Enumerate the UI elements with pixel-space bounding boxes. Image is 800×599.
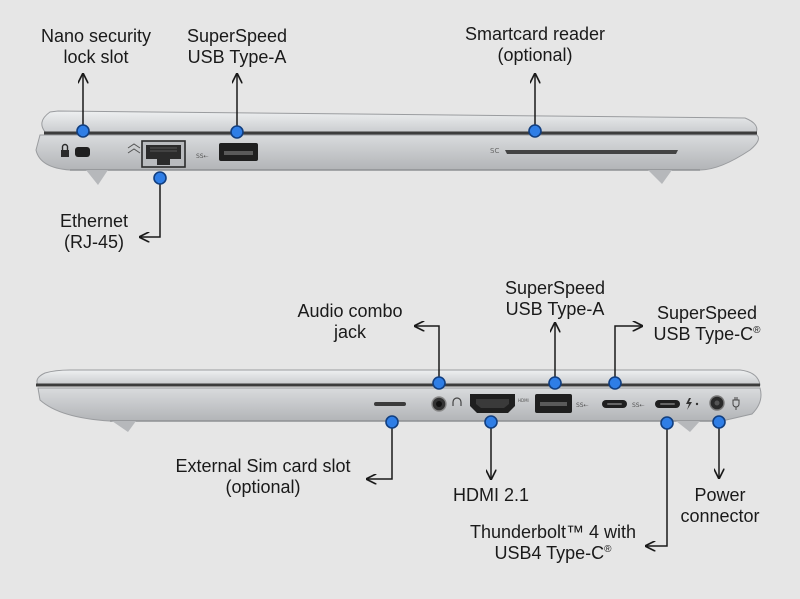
usb-ss-logo-right: SS⇠: [576, 402, 589, 409]
dot-ethernet: [153, 171, 167, 185]
dot-audio: [432, 376, 446, 390]
label-smartcard: Smartcard reader (optional): [464, 24, 606, 65]
top-lid: [41, 110, 758, 134]
thunderbolt-icon: [686, 398, 699, 410]
label-nano-lock: Nano security lock slot: [40, 26, 152, 67]
dot-hdmi: [484, 415, 498, 429]
label-usb-a-top: SuperSpeed USB Type-A: [186, 26, 288, 67]
registered-mark: ®: [604, 544, 612, 555]
label-sim: External Sim card slot (optional): [175, 456, 351, 497]
top-foot-left: [86, 170, 108, 185]
sim-slot: [374, 402, 406, 406]
headset-icon: [452, 397, 462, 406]
label-hdmi: HDMI 2.1: [452, 485, 530, 505]
label-usb-c: SuperSpeed USB Type-C®: [653, 303, 761, 344]
top-foot-right: [648, 170, 672, 184]
network-icon: [127, 143, 141, 154]
label-usb-a-bottom: SuperSpeed USB Type-A: [504, 278, 606, 319]
smartcard-slot: [505, 150, 678, 154]
dot-usb-a: [230, 125, 244, 139]
label-ethernet: Ethernet (RJ-45): [59, 211, 129, 252]
dot-usb-a-right: [548, 376, 562, 390]
leader-audio: [415, 326, 440, 383]
label-audio: Audio combo jack: [297, 301, 403, 342]
padlock-icon: [61, 143, 69, 157]
bottom-foot-left: [112, 421, 136, 432]
label-power: Power connector: [680, 485, 760, 526]
dot-nano-lock: [76, 124, 90, 138]
bottom-foot-right: [676, 421, 700, 432]
leader-sim: [367, 424, 393, 479]
callout-dots: [76, 124, 726, 430]
power-plug-icon: [732, 397, 740, 410]
registered-mark: ®: [753, 325, 761, 336]
dot-thunderbolt: [660, 416, 674, 430]
nano-lock-slot: [75, 147, 90, 157]
dot-sim: [385, 415, 399, 429]
smartcard-sc-mark: SC: [490, 147, 499, 155]
hdmi-logo: HDMI: [518, 398, 529, 403]
dot-smartcard: [528, 124, 542, 138]
dot-usb-c: [608, 376, 622, 390]
label-thunderbolt: Thunderbolt™ 4 with USB4 Type-C®: [469, 522, 637, 563]
leader-thunderbolt: [646, 424, 668, 546]
leader-ethernet: [140, 180, 161, 237]
bottom-laptop-side: HDMI SS⇠ SS⇠: [36, 369, 762, 432]
top-laptop-side: SS⇠ SC: [35, 110, 759, 185]
usb-c-logo: SS⇠: [632, 402, 645, 409]
usb-ss-logo: SS⇠: [196, 153, 209, 160]
top-base: [35, 134, 759, 171]
bottom-lid: [36, 369, 761, 386]
dot-power: [712, 415, 726, 429]
leader-usb-c: [614, 326, 642, 383]
leader-lines: [83, 74, 719, 546]
